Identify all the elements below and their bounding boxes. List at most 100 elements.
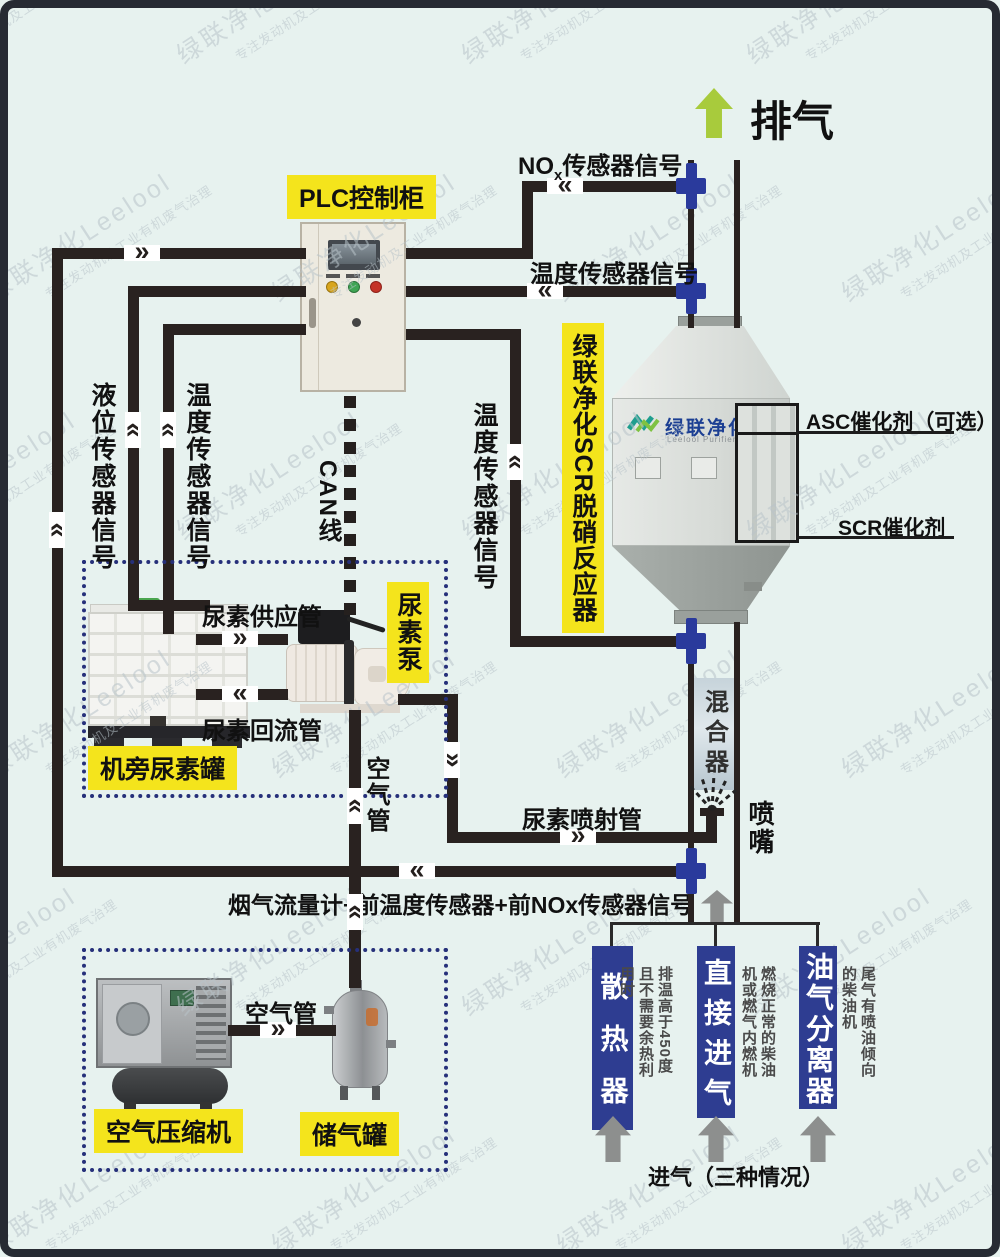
line-midtemp-horizontal-bottom <box>510 636 688 647</box>
flow-arrow-left: » <box>399 859 435 889</box>
reactor-logo-cn: 绿联净化 <box>665 418 750 439</box>
intake-arrow <box>800 1116 836 1162</box>
air-group-box <box>82 948 448 1172</box>
line-tanktemp-horizontal <box>163 324 306 335</box>
reactor-label: 绿联净化SCR脱硝反应器 <box>562 323 604 633</box>
plc-light-yellow <box>326 281 338 293</box>
inlet-temp-signal-label: 温度传感器信号 <box>470 402 498 591</box>
sensor-tap-outlet-temp <box>676 268 706 314</box>
banner-direct-intake: 直接进气 <box>697 946 735 1118</box>
urea-group-box <box>82 560 448 798</box>
urea-supply-label: 尿素供应管 <box>202 604 322 631</box>
line-level-vertical <box>128 286 139 611</box>
exhaust-duct-wall-left-upper <box>688 160 694 328</box>
air-tank-label: 储气罐 <box>300 1112 400 1156</box>
banner-oil-separator: 油气分离器 <box>799 946 837 1109</box>
plc-light-red <box>370 281 382 293</box>
reactor-top-funnel <box>612 326 790 398</box>
pump-port <box>368 666 386 682</box>
flow-arrow-up: » <box>498 444 528 480</box>
compressor-grille <box>196 986 226 1060</box>
flow-arrow-up: » <box>116 412 146 448</box>
airtank-body <box>332 990 388 1088</box>
airtank-logo-spot <box>366 1008 378 1026</box>
urea-pump-label: 尿素泵 <box>387 582 429 683</box>
air-compressor-label: 空气压缩机 <box>94 1109 244 1153</box>
plc-screen <box>328 240 380 270</box>
compressor-window <box>116 1002 150 1036</box>
banner-oil-separator-note: 尾气有喷油倾向的柴油机 <box>840 966 876 1078</box>
plc-cabinet-image <box>300 222 406 392</box>
urea-tank-pallet <box>88 726 250 738</box>
scr-reactor-image: 绿联净化 Leelool Purifier <box>608 312 804 632</box>
line-nox-vertical <box>522 181 533 259</box>
nozzle-riser <box>706 812 717 843</box>
line-pregas-horizontal-top <box>52 248 306 259</box>
compressor-tank <box>112 1068 228 1104</box>
urea-injection-label: 尿素喷射管 <box>522 807 642 834</box>
line-tanktemp-vertical <box>163 324 174 634</box>
plc-label-strip <box>346 274 360 278</box>
urea-tank-foot <box>152 738 182 748</box>
plc-light-green <box>348 281 360 293</box>
exhaust-duct-wall-left-lower <box>688 622 694 925</box>
urea-tank-valve <box>150 716 166 728</box>
line-pregas-vertical <box>52 248 63 877</box>
can-bus-label: CAN线 <box>314 460 341 544</box>
exhaust-duct-wall-right-upper <box>734 160 740 328</box>
urea-tank-group-label: 机旁尿素罐 <box>88 746 238 790</box>
plc-door-line <box>318 224 319 390</box>
flow-arrow-up: » <box>40 512 70 548</box>
sensor-tap-inlet-temp <box>676 618 706 664</box>
plc-label-strip <box>326 274 340 278</box>
nozzle-tip <box>700 808 724 816</box>
reactor-catalyst-section <box>735 403 799 543</box>
line-midtemp-horizontal-top <box>406 329 521 340</box>
air-storage-tank-image <box>324 980 396 1102</box>
pump-base <box>300 704 400 713</box>
plc-label-strip <box>366 274 380 278</box>
line-midtemp-vertical <box>510 329 521 647</box>
flow-arrow-up: » <box>338 894 368 930</box>
line-level-horizontal <box>128 286 306 297</box>
pump-control-box <box>298 610 350 644</box>
air-compressor-image <box>94 974 234 1114</box>
urea-tank-foot <box>94 738 124 748</box>
nozzle-spray-icon <box>688 773 737 812</box>
flow-arrow-down: » <box>440 742 470 778</box>
reactor-bottom-funnel <box>612 546 790 612</box>
intake-drop-line <box>816 922 819 946</box>
reactor-junction-box <box>635 457 661 479</box>
intake-drop-line <box>610 922 613 946</box>
intake-caption: 进气（三种情况） <box>648 1165 825 1190</box>
nox-signal-label: NOx传感器信号 <box>518 153 683 184</box>
scr-catalyst-label: SCR催化剂 <box>838 517 946 540</box>
scr-catalyst-leader <box>796 536 954 539</box>
exhaust-label: 排气 <box>750 98 835 145</box>
mixer-section: 混合器 <box>694 678 734 790</box>
flow-arrow-right: » <box>222 623 258 650</box>
compressor-foot <box>200 1102 212 1112</box>
banner-direct-intake-note: 燃烧正常的柴油机或燃气内燃机 <box>740 966 776 1078</box>
reactor-logo-icon <box>627 413 660 433</box>
asc-catalyst-label: ASC催化剂（可选） <box>806 411 998 434</box>
exhaust-up-arrow <box>695 88 733 138</box>
urea-return-label: 尿素回流管 <box>202 718 322 745</box>
line-nox-horizontal-right <box>522 181 688 192</box>
urea-tank-foot <box>212 738 242 748</box>
flow-arrow-left: » <box>222 682 258 712</box>
line-nox-horizontal-left <box>406 248 533 259</box>
line-pregas-horizontal-bottom <box>52 866 689 877</box>
airtank-leg <box>372 1086 380 1100</box>
banner-radiator-note: 排温高于450度且不需要余热利用时 <box>618 966 673 1078</box>
level-signal-label: 液位传感器信号 <box>88 382 116 571</box>
urea-pump-image <box>282 608 412 716</box>
